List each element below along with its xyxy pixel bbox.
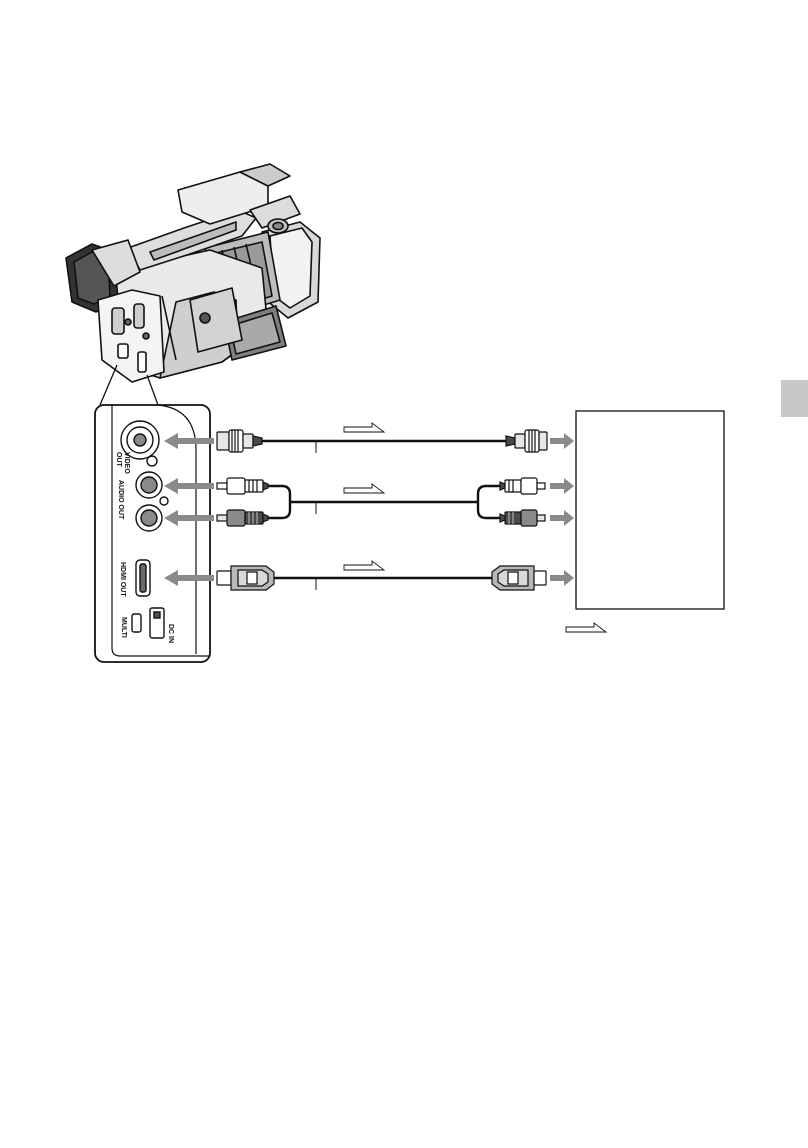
signal-flow-arrow-icon-video [344, 423, 384, 432]
camcorder-illustration [66, 164, 320, 382]
label-audio-out: AUDIO OUT [117, 480, 124, 520]
label-video-out-2: OUT [115, 452, 122, 468]
hdmi-out-port [136, 560, 150, 596]
audio-cable-bottom-left [268, 502, 290, 518]
label-multi: MULTI [120, 617, 127, 638]
signal-flow-arrow-icon-hdmi [344, 561, 384, 570]
cables [262, 441, 506, 578]
bnc-connector-icon-right [506, 430, 547, 452]
label-video-out-1: VIDEO [123, 452, 130, 474]
hdmi-connector-icon-left [217, 566, 274, 590]
rca-connector-icon-left-1 [217, 478, 268, 494]
external-device-box [576, 411, 724, 609]
audio-cable-top-left [268, 486, 290, 502]
arrow-hdmi-right [550, 570, 574, 586]
signal-flow-arrow-icon-legend [566, 623, 606, 632]
hdmi-connector-icon-right [492, 566, 546, 590]
arrow-video-right [550, 433, 574, 449]
section-tab-marker [781, 380, 808, 417]
signal-flow-arrows [344, 423, 606, 632]
rca-connector-icon-right-1 [500, 478, 545, 494]
insertion-arrows-right [550, 433, 574, 586]
audio-cable-bottom-right [478, 502, 500, 518]
label-hdmi-out: HDMI OUT [119, 562, 126, 597]
bnc-connector-icon-left [217, 430, 262, 452]
audio-cable-top-right [478, 486, 500, 502]
signal-flow-arrow-icon-audio [344, 484, 384, 493]
rca-connector-icon-right-2 [500, 510, 545, 526]
rca-connector-icon-left-2 [217, 510, 268, 526]
arrow-audio-right-2 [550, 510, 574, 526]
arrow-audio-right-1 [550, 478, 574, 494]
label-dc-in: DC IN [167, 624, 174, 643]
